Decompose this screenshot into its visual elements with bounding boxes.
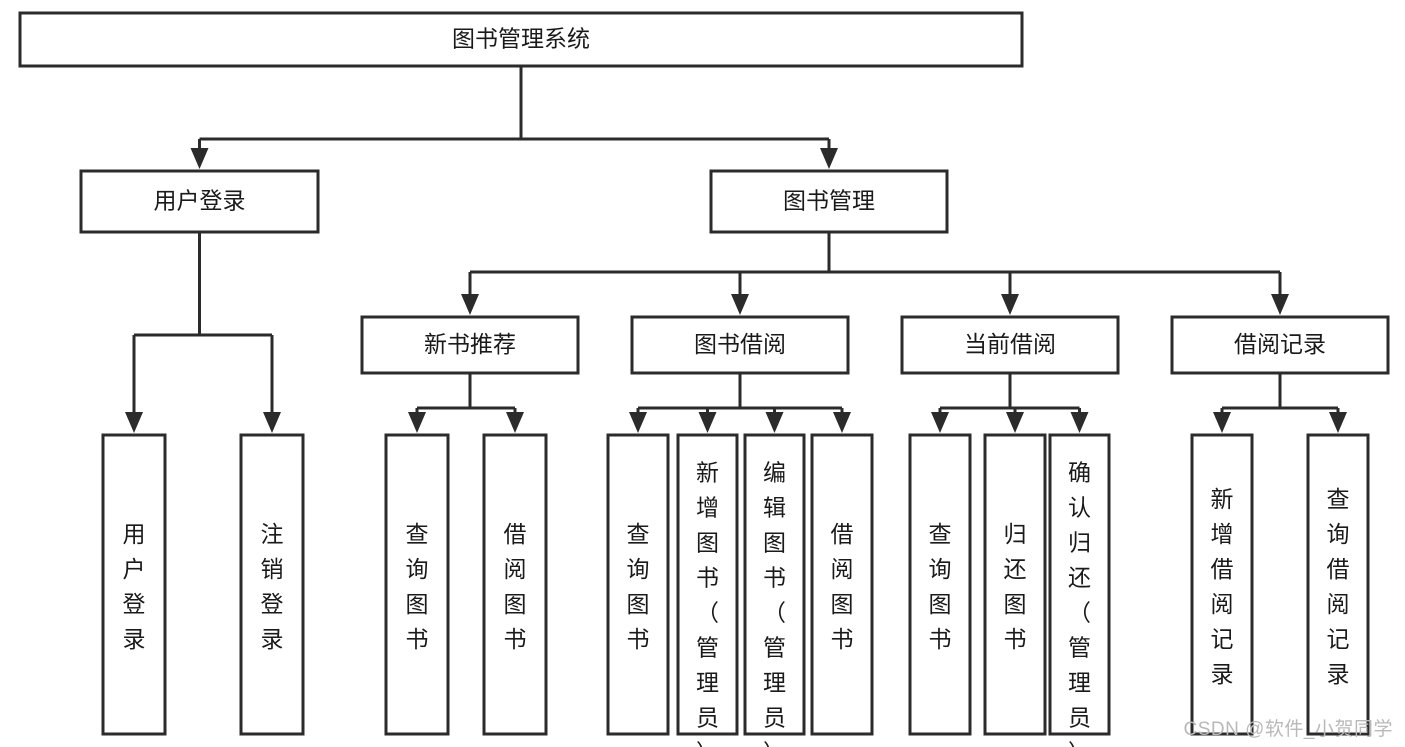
node-box-leaf-query-book-recommend — [384, 433, 450, 736]
node-label-leaf-add-book-admin: 新增图书（管理员） — [696, 459, 719, 747]
node-box-book-management — [709, 169, 949, 234]
node-box-leaf-query-borrow-record — [1306, 433, 1370, 736]
node-label-leaf-user-logout: 注销登录 — [261, 521, 284, 652]
l2-book-borrow-arrow-3 — [833, 412, 851, 433]
node-box-book-borrow — [630, 315, 850, 375]
l2-book-borrow-arrow-0 — [629, 412, 647, 433]
connector-layer — [125, 66, 1347, 433]
csdn-watermark: CSDN @软件_小贺同学 — [1183, 719, 1393, 740]
node-label-leaf-query-book-recommend: 查询图书 — [406, 521, 429, 652]
node-box-root — [18, 11, 1024, 68]
node-box-leaf-confirm-return-admin — [1048, 433, 1111, 736]
bookmgmt-arrow-0 — [461, 294, 479, 315]
node-label-leaf-user-login: 用户登录 — [123, 521, 146, 652]
node-leaf-confirm-return-admin[interactable]: 确认归还（管理员） — [1048, 433, 1111, 747]
node-box-leaf-edit-book-admin — [743, 433, 806, 736]
node-label-leaf-borrow-book-recommend: 借阅图书 — [504, 521, 527, 652]
node-box-leaf-user-login — [101, 433, 167, 736]
node-leaf-query-book-borrow[interactable]: 查询图书 — [606, 433, 670, 736]
node-label-book-management: 图书管理 — [783, 188, 875, 214]
node-box-leaf-add-borrow-record — [1190, 433, 1254, 736]
node-new-book-recommend[interactable]: 新书推荐 — [360, 315, 580, 375]
userlogin-arrow-0 — [125, 412, 143, 433]
node-current-borrow[interactable]: 当前借阅 — [900, 315, 1120, 375]
node-label-leaf-confirm-return-admin: 确认归还（管理员） — [1068, 459, 1091, 747]
node-box-user-login — [79, 169, 320, 234]
node-box-borrow-record — [1170, 315, 1390, 375]
node-root[interactable]: 图书管理系统 — [18, 11, 1024, 68]
node-leaf-return-book[interactable]: 归还图书 — [983, 433, 1047, 736]
node-box-leaf-borrow-book — [810, 433, 874, 736]
l2-current-borrow-arrow-2 — [1070, 412, 1089, 433]
bookmgmt-arrow-2 — [1001, 294, 1019, 315]
node-label-leaf-edit-book-admin: 编辑图书（管理员） — [763, 459, 786, 747]
l2-book-borrow-arrow-1 — [698, 412, 717, 433]
root-arrow-1 — [820, 148, 838, 169]
node-leaf-user-logout[interactable]: 注销登录 — [239, 433, 305, 736]
node-label-root: 图书管理系统 — [452, 26, 590, 52]
node-box-leaf-borrow-book-recommend — [482, 433, 548, 736]
node-label-leaf-add-borrow-record: 新增借阅记录 — [1211, 486, 1234, 687]
node-box-leaf-query-book-borrow — [606, 433, 670, 736]
l2-book-borrow-arrow-2 — [765, 412, 784, 433]
node-box-leaf-add-book-admin — [676, 433, 739, 736]
l2-new-book-recommend-arrow-1 — [506, 412, 524, 433]
node-leaf-borrow-book-recommend[interactable]: 借阅图书 — [482, 433, 548, 736]
node-label-user-login: 用户登录 — [154, 188, 246, 214]
bookmgmt-arrow-3 — [1271, 294, 1289, 315]
node-label-leaf-return-book: 归还图书 — [1004, 521, 1027, 652]
node-leaf-add-book-admin[interactable]: 新增图书（管理员） — [676, 433, 739, 747]
node-leaf-add-borrow-record[interactable]: 新增借阅记录 — [1190, 433, 1254, 736]
node-label-current-borrow: 当前借阅 — [964, 331, 1056, 357]
l2-current-borrow-arrow-0 — [931, 412, 949, 433]
l2-current-borrow-arrow-1 — [1006, 412, 1024, 433]
node-box-current-borrow — [900, 315, 1120, 375]
node-label-leaf-borrow-book: 借阅图书 — [831, 521, 854, 652]
node-book-management[interactable]: 图书管理 — [709, 169, 949, 234]
userlogin-arrow-1 — [263, 412, 281, 433]
l2-borrow-record-arrow-0 — [1213, 412, 1231, 433]
node-box-leaf-return-book — [983, 433, 1047, 736]
node-box-leaf-query-book-current — [908, 433, 972, 736]
l2-new-book-recommend-arrow-0 — [408, 412, 426, 433]
node-leaf-user-login[interactable]: 用户登录 — [101, 433, 167, 736]
bookmgmt-arrow-1 — [731, 294, 749, 315]
node-label-leaf-query-borrow-record: 查询借阅记录 — [1327, 486, 1350, 687]
node-box-new-book-recommend — [360, 315, 580, 375]
node-leaf-query-borrow-record[interactable]: 查询借阅记录 — [1306, 433, 1370, 736]
node-box-leaf-user-logout — [239, 433, 305, 736]
node-borrow-record[interactable]: 借阅记录 — [1170, 315, 1390, 375]
node-label-book-borrow: 图书借阅 — [694, 331, 786, 357]
node-user-login[interactable]: 用户登录 — [79, 169, 320, 234]
node-leaf-edit-book-admin[interactable]: 编辑图书（管理员） — [743, 433, 806, 747]
node-label-borrow-record: 借阅记录 — [1234, 331, 1326, 357]
node-label-new-book-recommend: 新书推荐 — [424, 331, 516, 357]
node-leaf-query-book-recommend[interactable]: 查询图书 — [384, 433, 450, 736]
node-leaf-borrow-book[interactable]: 借阅图书 — [810, 433, 874, 736]
node-leaf-query-book-current[interactable]: 查询图书 — [908, 433, 972, 736]
l2-borrow-record-arrow-1 — [1329, 412, 1347, 433]
node-book-borrow[interactable]: 图书借阅 — [630, 315, 850, 375]
node-layer: 图书管理系统用户登录图书管理新书推荐图书借阅当前借阅借阅记录用户登录注销登录查询… — [18, 11, 1390, 747]
node-label-leaf-query-book-borrow: 查询图书 — [627, 521, 650, 652]
root-arrow-0 — [190, 148, 209, 169]
node-label-leaf-query-book-current: 查询图书 — [929, 521, 952, 652]
